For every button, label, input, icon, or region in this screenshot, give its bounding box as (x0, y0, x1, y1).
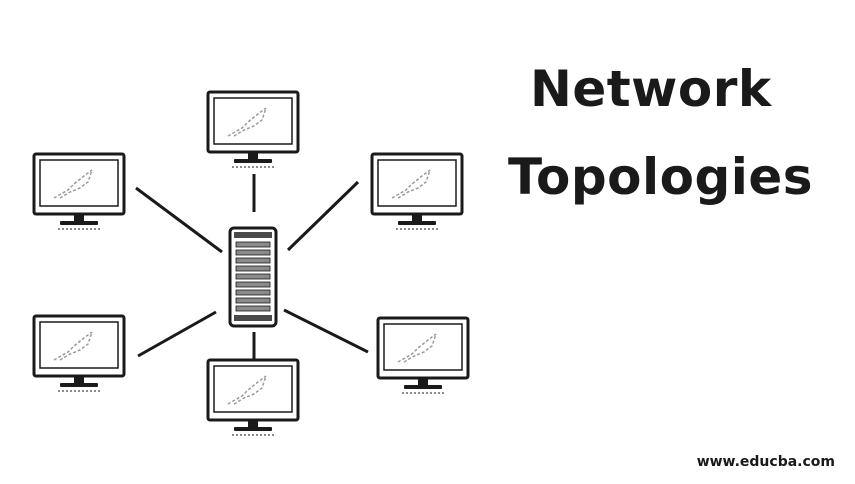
monitor-icon-lower-right (376, 316, 470, 395)
link-upper-right (286, 180, 360, 252)
server-icon (228, 226, 278, 328)
link-lower-left (137, 310, 217, 358)
title-line-1: Network (530, 60, 772, 118)
watermark: www.educba.com (696, 454, 835, 470)
title-line-2: Topologies (508, 148, 814, 206)
monitor-icon-upper-right (370, 152, 464, 231)
link-upper-left (135, 186, 223, 254)
monitor-icon-upper-left (32, 152, 126, 231)
connection-lines (135, 174, 369, 360)
monitor-icon-bottom (206, 358, 300, 437)
monitor-icon-lower-left (32, 314, 126, 393)
link-lower-right (283, 308, 369, 354)
monitor-icon-top (206, 90, 300, 169)
